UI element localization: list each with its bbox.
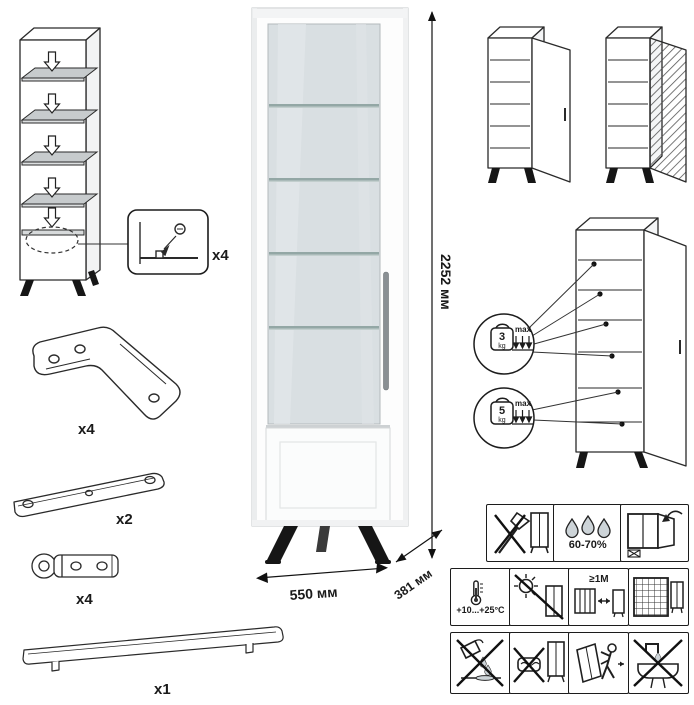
no-direct-sunlight-icon (513, 574, 564, 620)
leg-bracket-part: x4 (20, 322, 190, 445)
no-spill-icon (455, 639, 504, 687)
height-dimension: 2252 мм (428, 11, 454, 559)
down-arrows (512, 336, 533, 351)
no-washing-cell (627, 632, 689, 694)
glass-load-max: max (515, 325, 532, 334)
main-cabinet-drawing: 2252 мм 550 мм 381 мм (251, 7, 454, 603)
shelf-pin-detail (139, 222, 198, 264)
glass-load-unit: kg (498, 343, 506, 350)
hinge-qty: x4 (76, 591, 93, 608)
height-label: 2252 мм (438, 254, 454, 310)
load-diagram-drawing: 3 kg max 5 kg max (473, 217, 687, 468)
rail-icon (13, 472, 165, 518)
callout-ellipse (25, 226, 79, 254)
glass-shelves (269, 104, 379, 330)
glass-shelf-load-callout: 3 kg max (473, 313, 535, 375)
no-heat-source-cell (627, 568, 689, 626)
cabinet-legs (265, 526, 391, 564)
leg-bracket-icon (32, 326, 181, 420)
hinge-drawing: x4 (31, 553, 119, 608)
no-open-window-icon (627, 510, 683, 558)
door-options-drawing (487, 26, 687, 183)
temperature-range-icon (470, 580, 483, 606)
carry-carefully-icon (575, 642, 624, 684)
no-impact-icon (493, 511, 549, 554)
leg-bracket-drawing: x4 (32, 326, 181, 438)
handle-qty: x1 (154, 681, 171, 698)
handle-drawing: x1 (22, 626, 284, 698)
cabinet-legs (20, 270, 99, 296)
shelf-installation-diagram: x4 (6, 8, 241, 318)
temperature-cell: +10...+25°C (450, 568, 511, 626)
bottom-load-unit: kg (498, 417, 506, 424)
no-impact-cell (486, 504, 555, 562)
leg-qty: x4 (78, 421, 95, 438)
heater-distance-cell: ≥1M (568, 568, 630, 626)
main-cabinet-render: 2252 мм 550 мм 381 мм (246, 6, 461, 611)
width-dimension: 550 мм (256, 563, 388, 603)
shelf-load-diagram: 3 kg max 5 kg max (452, 210, 694, 507)
bottom-load-value: 5 (499, 405, 505, 417)
door-mounting-options (476, 8, 694, 213)
care-grid-row-2: +10...+25°C ≥1M (450, 568, 689, 626)
down-arrows (512, 410, 533, 425)
hinge-part: x4 (22, 538, 142, 615)
heater-distance-icon (574, 588, 625, 618)
no-abrasive-cell (509, 632, 571, 694)
handle-icon (22, 626, 284, 672)
rail-qty: x2 (116, 511, 133, 528)
care-grid-row-1: 60-70% (486, 504, 690, 562)
hinge-icon (31, 553, 119, 579)
cabinet-door-left (605, 26, 687, 183)
bottom-door (252, 425, 408, 526)
no-heat-source-icon (633, 577, 684, 617)
width-label: 550 мм (289, 584, 338, 603)
bottom-shelf-load-callout: 5 kg max (473, 387, 535, 449)
no-abrasive-icon (512, 641, 565, 683)
no-spill-cell (450, 632, 511, 694)
humidity-cell: 60-70% (553, 504, 623, 562)
humidity-label: 60-70% (568, 539, 607, 552)
handle-part: x1 (8, 612, 298, 705)
temperature-label: +10...+25°C (456, 604, 505, 615)
wireframe-cabinet-open (575, 217, 687, 468)
shelf-installation-drawing: x4 (19, 27, 229, 296)
no-open-window-cell (620, 504, 690, 562)
no-sunlight-cell (509, 568, 571, 626)
no-washing-icon (633, 639, 683, 689)
care-grid-row-3 (450, 632, 689, 694)
glass-load-value: 3 (499, 331, 505, 343)
load-leader-lines (528, 263, 623, 425)
insert-arrow-icons (43, 51, 61, 228)
shelves (20, 67, 99, 236)
rail-drawing: x2 (13, 472, 165, 528)
bottom-load-max: max (515, 399, 532, 408)
rail-part: x2 (4, 458, 179, 535)
distance-label: ≥1M (589, 573, 609, 585)
cabinet-door-right (487, 26, 571, 183)
shelf-support-qty: x4 (212, 247, 229, 264)
depth-label: 381 мм (392, 566, 435, 602)
depth-dimension: 381 мм (392, 529, 443, 602)
humidity-icon (565, 515, 611, 539)
carry-carefully-cell (568, 632, 630, 694)
door-handle (383, 271, 389, 391)
glass-door (267, 23, 389, 425)
